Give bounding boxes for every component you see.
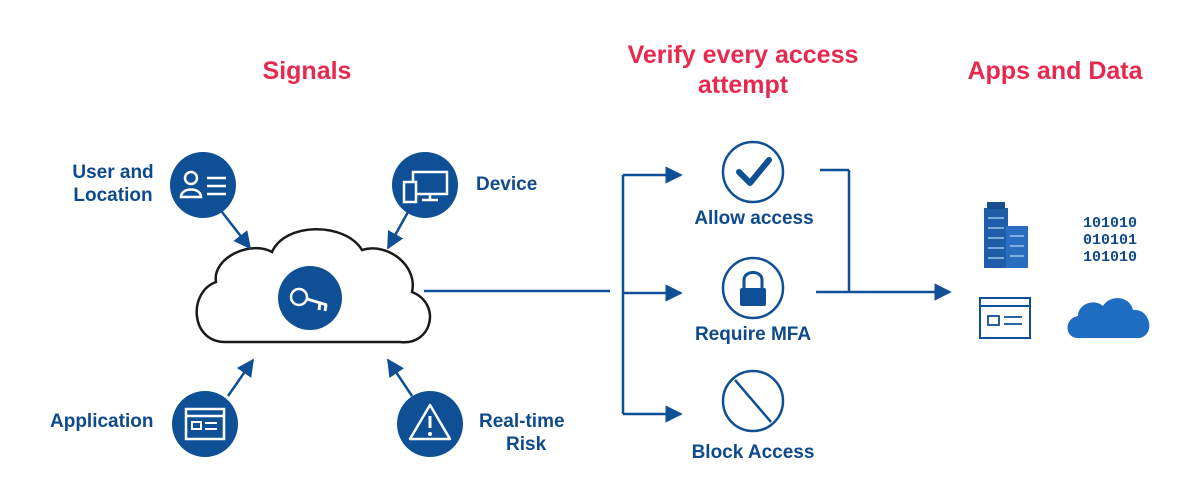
window-icon [172,391,238,457]
binary-line-3: 101010 [1083,249,1137,266]
heading-verify-line2: attempt [698,71,789,99]
heading-apps: Apps and Data [967,57,1143,85]
arrow-risk-to-cloud [386,358,414,397]
signal-user-label-line2: Location [73,185,152,206]
signal-application-label: Application [50,411,153,432]
warning-icon [397,391,463,457]
cloud-icon [1067,298,1150,338]
arrow-user-to-cloud [221,211,252,250]
monitor-icon [392,152,458,218]
heading-verify-line1: Verify every access [628,41,859,69]
signal-risk-label-line2: Risk [506,434,547,455]
server-building-icon [984,202,1028,268]
binary-line-1: 101010 [1083,215,1137,232]
decision-mfa-label: Require MFA [695,324,811,345]
signal-user-label-line1: User and [72,162,153,183]
user-list-icon [170,152,236,218]
prohibited-icon [721,369,785,433]
binary-line-2: 010101 [1083,232,1137,249]
check-icon [721,140,785,204]
arrow-device-to-cloud [386,211,410,250]
window-card-icon [979,297,1031,339]
arrow-application-to-cloud [226,358,255,397]
key-icon [278,266,342,330]
heading-signals: Signals [263,57,352,85]
decision-block-label: Block Access [692,442,815,463]
signal-device-label: Device [476,174,537,195]
decision-allow-label: Allow access [694,208,813,229]
lock-icon [721,256,785,320]
signal-risk-label-line1: Real-time [479,411,565,432]
